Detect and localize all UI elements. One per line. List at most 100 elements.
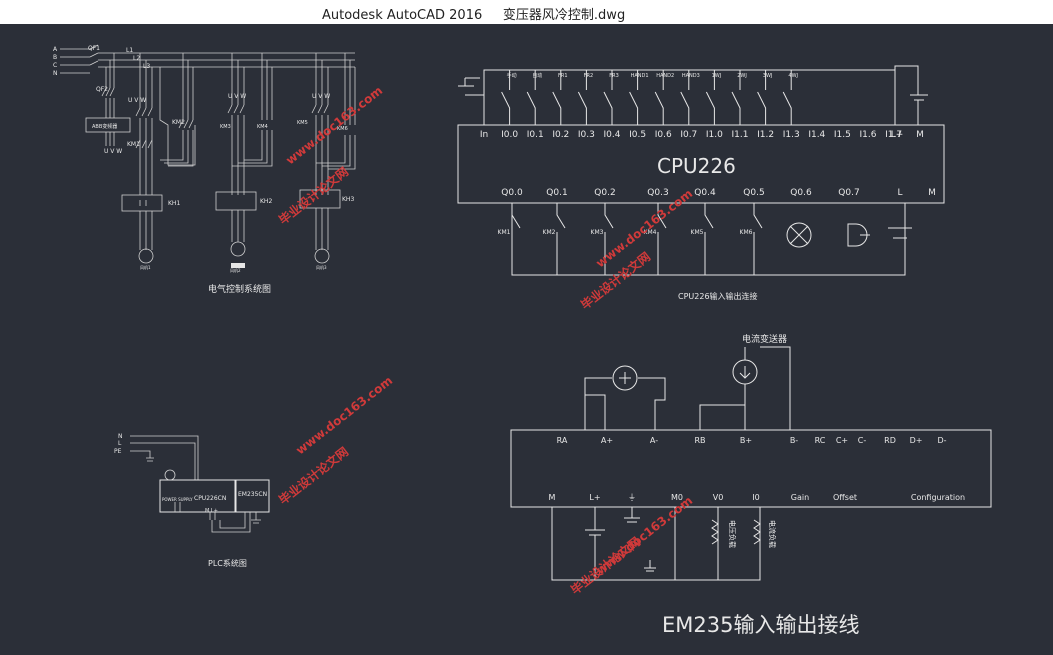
input-switch-label-2: FR1 xyxy=(558,73,568,79)
plc-pe-label: PE xyxy=(114,448,122,455)
plc-power-label: POWER SUPPLY xyxy=(162,497,193,502)
em-top-9: RD xyxy=(884,436,896,445)
input-switch-5 xyxy=(629,70,639,125)
input-switch-label-4: FR3 xyxy=(609,73,619,79)
output-contact-3 xyxy=(657,203,667,275)
cpu-input-16: I1.7 xyxy=(885,130,902,140)
input-switch-label-1: 自动 xyxy=(532,72,542,79)
plc-cpu-module: CPU226CN xyxy=(194,495,226,502)
cpu226-title: CPU226 xyxy=(657,154,736,178)
motor2-label: 风机2 xyxy=(230,267,241,273)
cpu-output-8: L xyxy=(897,188,902,198)
input-switch-label-7: HAND3 xyxy=(682,73,700,79)
em-top-2: A- xyxy=(650,436,658,445)
cpu-output-5: Q0.5 xyxy=(743,188,764,198)
output-load-label-1: KM2 xyxy=(543,229,556,236)
cpu226-caption: CPU226输入输出连接 xyxy=(678,291,758,301)
em-bottom-7: Offset xyxy=(833,493,857,502)
app-title: Autodesk AutoCAD 2016 xyxy=(322,8,483,23)
cpu-input-4: I0.3 xyxy=(578,130,595,140)
plc-system-diagram: N L PE POWER SUPPLY CPU226CN EM235CN M L… xyxy=(114,433,270,568)
cpu-input-5: I0.4 xyxy=(604,130,621,140)
cpu-input-15: I1.6 xyxy=(860,130,877,140)
cpu-output-9: M xyxy=(928,188,936,198)
output-load-label-2: KM3 xyxy=(591,229,604,236)
cpu-input-7: I0.6 xyxy=(655,130,672,140)
cpu-input-17: L+ xyxy=(891,130,904,140)
input-switch-4 xyxy=(603,70,613,125)
cpu-input-18: M xyxy=(916,130,924,140)
cpu-input-13: I1.4 xyxy=(808,130,825,140)
col3-uvw: U V W xyxy=(312,93,330,100)
em-bottom-3: M0 xyxy=(671,493,683,502)
em-bottom-5: I0 xyxy=(752,493,759,502)
cpu-input-0: In xyxy=(480,130,488,140)
cpu-output-7: Q0.7 xyxy=(838,188,859,198)
output-load-label-5: KM6 xyxy=(740,229,753,236)
output-contact-5 xyxy=(753,203,763,275)
input-switch-11 xyxy=(782,70,792,125)
input-switch-8 xyxy=(705,70,715,125)
cpu-input-14: I1.5 xyxy=(834,130,851,140)
output-load-label-3: KM4 xyxy=(644,229,657,236)
km4-label: KM4 xyxy=(257,124,268,130)
electrical-control-diagram: A B C N QF1 L1 L2 L3 QF2 ABB变频器 U V W U … xyxy=(53,44,356,295)
cpu-input-11: I1.2 xyxy=(757,130,774,140)
watermarks: 毕业设计论文网 www.doc163.com 毕业设计论文网 www.doc16… xyxy=(276,83,696,597)
electrical-caption: 电气控制系统图 xyxy=(208,283,271,295)
kh3-label: KH3 xyxy=(342,196,354,203)
em-bottom-8: Configuration xyxy=(911,493,965,502)
watermark-cn-3: 毕业设计论文网 xyxy=(276,444,351,508)
cpu-input-12: I1.3 xyxy=(783,130,800,140)
output-contact-0 xyxy=(511,203,521,275)
em-bottom-4: V0 xyxy=(713,493,724,502)
plc-l-label: L xyxy=(118,440,122,447)
input-switch-label-10: 3WJ xyxy=(763,73,773,79)
vfd-label: ABB变频器 xyxy=(92,123,117,130)
plc-em-module: EM235CN xyxy=(238,491,267,498)
km3-label: KM3 xyxy=(220,124,231,130)
em-top-11: D- xyxy=(937,436,946,445)
cpu-input-10: I1.1 xyxy=(732,130,749,140)
input-switch-label-9: 2WJ xyxy=(737,73,747,79)
col1-uvw: U V W xyxy=(128,97,146,104)
cpu-input-8: I0.7 xyxy=(680,130,697,140)
cpu-input-6: I0.5 xyxy=(629,130,646,140)
cpu-output-3: Q0.3 xyxy=(647,188,668,198)
cpu-output-2: Q0.2 xyxy=(594,188,615,198)
em-top-0: RA xyxy=(557,436,568,445)
phase-label-n: N xyxy=(53,70,58,77)
watermark-url-3: www.doc163.com xyxy=(293,373,395,457)
cpu-output-4: Q0.4 xyxy=(694,188,716,198)
km5-label: KM5 xyxy=(297,120,308,126)
cpu-output-0: Q0.0 xyxy=(501,188,523,198)
em-top-10: D+ xyxy=(910,436,923,445)
input-switch-label-3: FR2 xyxy=(584,73,594,79)
km1-label: KM1 xyxy=(127,141,140,148)
vfd-uvw-label: U V W xyxy=(104,148,122,155)
current-transmitter-label: 电流变送器 xyxy=(742,333,787,345)
kh1-label: KH1 xyxy=(168,200,180,207)
input-switch-label-6: HAND2 xyxy=(656,73,674,79)
input-switch-label-8: 1WJ xyxy=(712,73,722,79)
input-switch-6 xyxy=(654,70,664,125)
input-switch-0 xyxy=(501,70,511,125)
input-switch-10 xyxy=(757,70,767,125)
km2-label: KM2 xyxy=(172,119,185,126)
window-title: Autodesk AutoCAD 2016 变压器风冷控制.dwg xyxy=(322,4,625,23)
input-switch-2 xyxy=(552,70,562,125)
input-switch-1 xyxy=(526,70,536,125)
drawing-canvas[interactable]: A B C N QF1 L1 L2 L3 QF2 ABB变频器 U V W U … xyxy=(0,24,1053,655)
output-load-label-0: KM1 xyxy=(498,229,511,236)
output-contact-1 xyxy=(556,203,566,275)
output-contact-4 xyxy=(704,203,714,275)
file-name: 变压器风冷控制.dwg xyxy=(502,8,626,23)
watermark-url-4: www.doc163.com xyxy=(593,493,695,577)
em-bottom-1: L+ xyxy=(589,493,600,502)
l2-label: L2 xyxy=(133,55,140,62)
output-contact-2 xyxy=(604,203,614,275)
